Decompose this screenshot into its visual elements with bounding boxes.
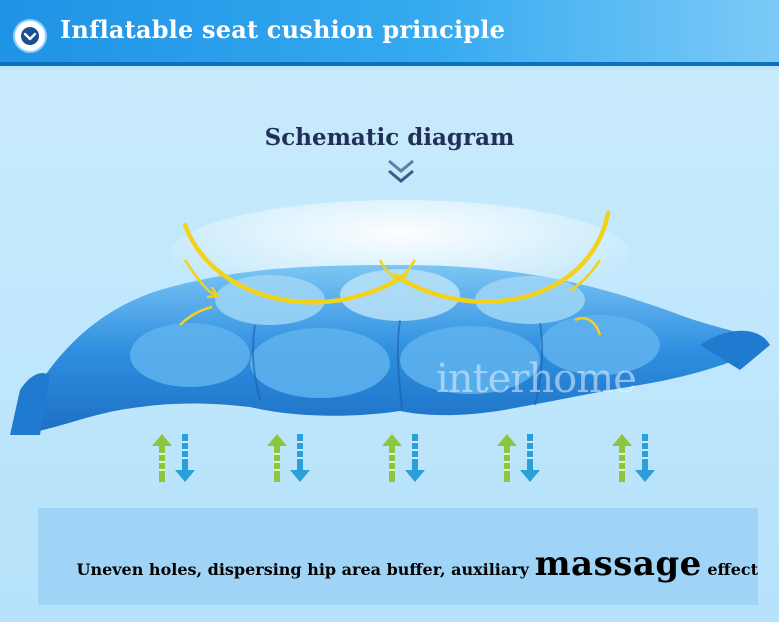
- chevron-down-icon: [15, 21, 45, 51]
- caption-highlight: massage: [535, 544, 702, 584]
- airflow-arrow-icon: [610, 432, 660, 484]
- double-chevron-down-icon: [386, 158, 416, 186]
- airflow-arrow-icon: [150, 432, 200, 484]
- airflow-arrow-icon: [265, 432, 315, 484]
- cushion-illustration: [0, 195, 779, 445]
- caption: Uneven holes, dispersing hip area buffer…: [38, 544, 758, 584]
- caption-part3: effect: [707, 560, 758, 579]
- caption-part1: Uneven holes, dispersing hip area buffer…: [76, 560, 529, 579]
- page-title: Inflatable seat cushion principle: [60, 15, 505, 44]
- airflow-arrow-icon: [495, 432, 545, 484]
- airflow-arrow-icon: [380, 432, 430, 484]
- diagram-heading: Schematic diagram: [0, 124, 779, 151]
- header-banner: Inflatable seat cushion principle: [0, 0, 779, 66]
- caption-box: Uneven holes, dispersing hip area buffer…: [38, 508, 758, 605]
- watermark: interhome: [436, 356, 636, 402]
